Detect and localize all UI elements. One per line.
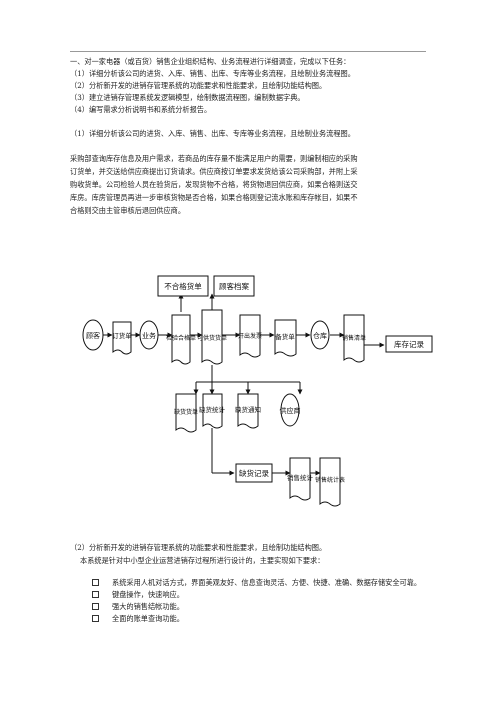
- box-label: 顾客档案: [219, 281, 249, 291]
- doc-shortage-stats: 缺货统计: [199, 393, 226, 429]
- doc-label: 备货单: [275, 332, 295, 341]
- section1-paragraph-line: 采购部查询库存信息及用户需求，若商品的库存量不能满足用户的需要，则编制相应的采购: [70, 154, 358, 163]
- header-rule: [70, 51, 426, 52]
- box-label: 库存记录: [394, 339, 424, 349]
- entity-warehouse: 仓库: [310, 320, 330, 350]
- list-item: 系统采用人机对话方式，界面美观友好、信息查询灵活、方便、快捷、准确、数据存储安全…: [92, 577, 442, 589]
- doc-label: 订货单: [112, 331, 132, 340]
- doc-label: 缺货货单: [174, 408, 198, 416]
- section2-heading: （2）分析新开发的进销存管理系统的功能要求和性能要求，且绘制功能结构图。: [70, 543, 327, 552]
- section2-intro: 本系统是针对中小型企业运营进销存过程所进行设计的，主要实现如下要求：: [80, 556, 325, 565]
- checkbox-bullet-icon: [92, 579, 99, 586]
- task-item-2: （2）分析新开发的进销存管理系统的功能要求和性能要求，且绘制功能结构图。: [70, 81, 327, 90]
- entity-label: 供应商: [280, 406, 301, 415]
- list-item: 全面的账单查询功能。: [92, 613, 442, 625]
- doc-order-sheet: 订货单: [112, 321, 132, 355]
- entity-label: 仓库: [313, 331, 327, 340]
- section1-paragraph-line: 购收货单。公司检验人员在验货后，发现货物不合格，将货物退回供应商，如果合格则送交: [70, 180, 358, 189]
- list-item: 键盘操作，快速响应。: [92, 589, 442, 601]
- requirements-list: 系统采用人机对话方式，界面美观友好、信息查询灵活、方便、快捷、准确、数据存储安全…: [92, 577, 442, 625]
- box-unqualified-goods: 不合格货单: [157, 275, 209, 297]
- box-label: 不合格货单: [164, 281, 202, 291]
- business-flow-diagram: 不合格货单 顾客档案 库存记录 缺货记录 顾客 业务 仓库 供应商 订货单 检验…: [82, 275, 433, 507]
- checkbox-bullet-icon: [92, 591, 99, 598]
- box-label: 缺货记录: [239, 468, 269, 478]
- doc-label: 销售统计表: [315, 476, 345, 484]
- task-item-4: （4）编写需求分析说明书和系统分析报告。: [70, 105, 212, 114]
- task-item-3: （3）建立进销存管理系统发逻辑模型，绘制数据流程图，编制数据字典。: [70, 93, 305, 102]
- section1-heading: （1）详细分析该公司的进货、入库、销售、出库、专库等业务流程，且绘制业务流程图。: [70, 129, 355, 138]
- entity-supplier: 供应商: [280, 393, 301, 427]
- doc-shortage-sheet: 缺货货单: [174, 393, 198, 433]
- doc-label: 可供货货单: [197, 334, 227, 342]
- box-inventory-record: 库存记录: [385, 335, 433, 353]
- doc-shortage-notice: 缺货通知: [235, 393, 261, 429]
- entity-customer: 顾客: [82, 319, 104, 351]
- entity-label: 顾客: [86, 331, 100, 340]
- doc-invoice: 开出发票: [238, 314, 262, 358]
- doc-label: 缺货通知: [235, 405, 261, 414]
- box-customer-file: 顾客档案: [213, 275, 255, 297]
- doc-inspection-sheet: 检验合格单: [166, 314, 196, 365]
- list-item: 强大的销售结帐功能。: [92, 601, 442, 613]
- checkbox-bullet-icon: [92, 603, 99, 610]
- doc-sales-stats-table: 销售统计表: [315, 457, 345, 507]
- doc-inventory-sheet: 备货单: [274, 319, 297, 357]
- doc-sales-sheet: 销售清单: [342, 314, 366, 363]
- section1-paragraph-line: 订货单，并交送给供应商提出订货请求。供应商按订单要求发货给该公司采购部，并附上采: [70, 167, 358, 176]
- doc-label: 缺货统计: [199, 405, 226, 414]
- checkbox-bullet-icon: [92, 615, 99, 622]
- section1-paragraph-line: 合格则交由主管审核后退回供应商。: [70, 206, 186, 215]
- entity-label: 业务: [142, 331, 156, 340]
- box-shortage-record: 缺货记录: [235, 463, 273, 483]
- doc-label: 销售清单: [342, 334, 366, 342]
- section1-paragraph-line: 库房。库房管理员再进一步审核货物是否合格，如果合格则登记流水账和库存帐目，如果不: [70, 193, 358, 202]
- flow-connectors: [103, 286, 385, 476]
- task-item-1: （1）详细分析该公司的进货、入库、销售、出库、专库等业务流程，且绘制业务流程图。: [70, 69, 355, 78]
- entity-business: 业务: [139, 320, 159, 350]
- doc-sales-stats: 销售统计: [287, 457, 314, 501]
- doc-supply-goods-sheet: 可供货货单: [197, 309, 227, 365]
- doc-label: 销售统计: [287, 473, 314, 482]
- task-title: 一、对一家电器（或百货）销售企业组织结构、业务流程进行详细调查，完成以下任务：: [70, 57, 351, 66]
- doc-label: 开出发票: [238, 332, 262, 340]
- doc-label: 检验合格单: [166, 334, 196, 342]
